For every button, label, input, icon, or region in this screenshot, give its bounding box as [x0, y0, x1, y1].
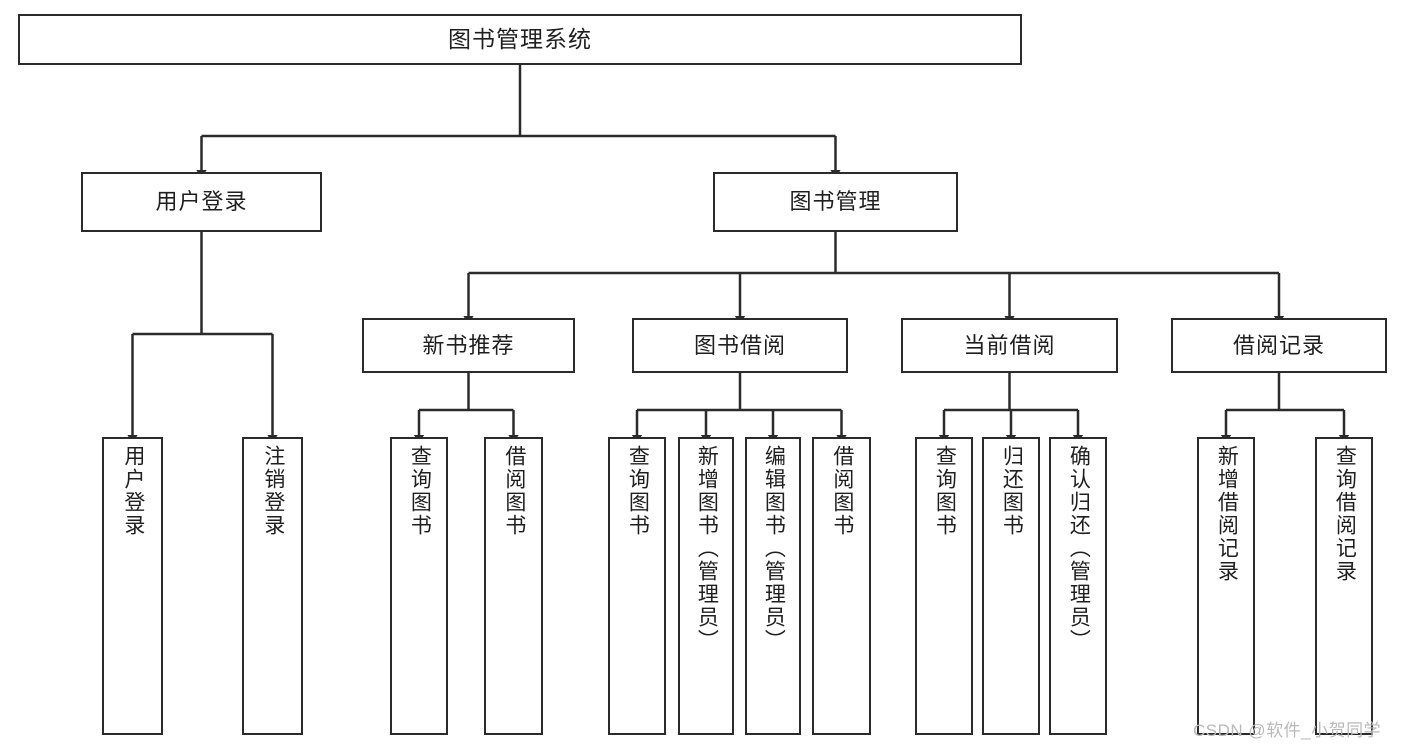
node-label: 确认归还（管理员） — [1067, 445, 1091, 652]
node-label: 用户登录 — [155, 189, 248, 215]
node-root: 图书管理系统 — [18, 14, 1022, 65]
node-label: 当前借阅 — [963, 332, 1056, 358]
node-newbook: 新书推荐 — [362, 318, 575, 373]
node-leaf-cur-3: 确认归还（管理员） — [1049, 437, 1107, 735]
node-label: 新增图书（管理员） — [695, 445, 719, 652]
node-label: 查询借阅记录 — [1333, 445, 1357, 583]
node-label: 新增借阅记录 — [1215, 445, 1239, 583]
node-bookmgmt: 图书管理 — [713, 172, 958, 232]
node-label: 注销登录 — [261, 445, 285, 537]
node-leaf-rec-1: 新增借阅记录 — [1197, 437, 1255, 735]
node-label: 归还图书 — [1000, 445, 1024, 537]
node-leaf-login-2: 注销登录 — [242, 437, 303, 735]
node-leaf-login-1: 用户登录 — [102, 437, 163, 735]
node-label: 图书借阅 — [693, 332, 786, 358]
node-label: 图书管理 — [789, 189, 882, 215]
node-leaf-new-2: 借阅图书 — [484, 437, 543, 735]
node-leaf-borrow-4: 借阅图书 — [812, 437, 871, 735]
node-label: 借阅图书 — [502, 445, 526, 537]
node-current: 当前借阅 — [901, 318, 1118, 373]
node-leaf-borrow-3: 编辑图书（管理员） — [745, 437, 801, 735]
tree-connectors — [127, 65, 1350, 444]
node-borrow: 图书借阅 — [632, 318, 848, 373]
node-label: 查询图书 — [626, 445, 650, 537]
node-label: 新书推荐 — [422, 332, 515, 358]
node-leaf-cur-1: 查询图书 — [915, 437, 973, 735]
node-login: 用户登录 — [81, 172, 322, 232]
node-leaf-borrow-1: 查询图书 — [608, 437, 666, 735]
node-leaf-cur-2: 归还图书 — [982, 437, 1040, 735]
node-records: 借阅记录 — [1171, 318, 1387, 373]
csdn-watermark: CSDN @软件_小贺同学 — [1193, 721, 1382, 740]
node-label: 用户登录 — [121, 445, 145, 537]
node-label: 借阅记录 — [1232, 332, 1325, 358]
node-label: 图书管理系统 — [448, 25, 592, 52]
node-leaf-rec-2: 查询借阅记录 — [1315, 437, 1373, 735]
node-label: 编辑图书（管理员） — [762, 445, 786, 652]
node-label: 借阅图书 — [830, 445, 854, 537]
node-leaf-new-1: 查询图书 — [390, 437, 448, 735]
node-label: 查询图书 — [933, 445, 957, 537]
node-leaf-borrow-2: 新增图书（管理员） — [678, 437, 734, 735]
node-label: 查询图书 — [408, 445, 432, 537]
